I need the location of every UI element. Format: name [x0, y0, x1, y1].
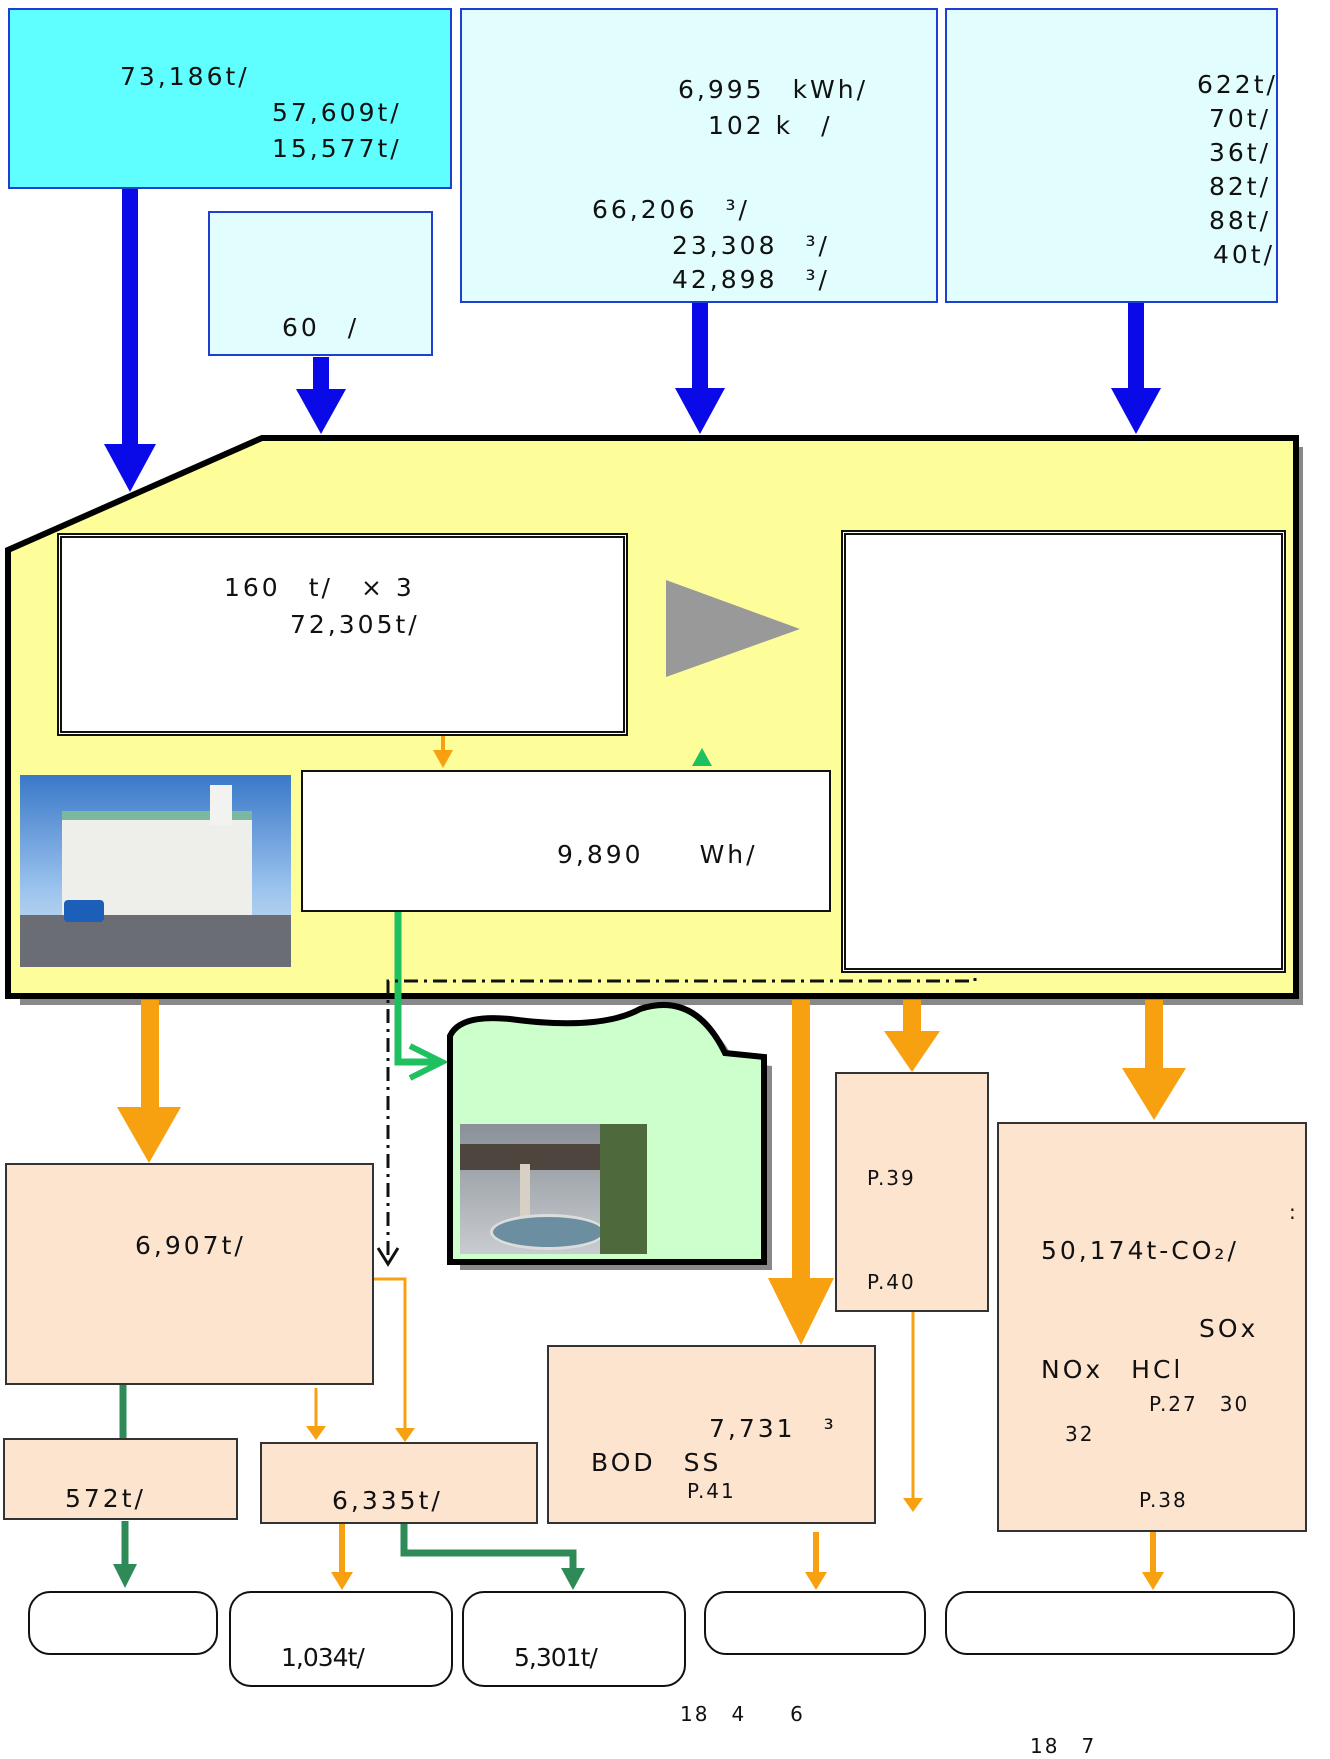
orange-connector	[441, 736, 445, 752]
orange-line-landfill	[374, 1279, 405, 1430]
water-total: 66,206 ³/	[592, 190, 750, 226]
water-2: 23,308 ³/	[672, 226, 830, 262]
spa-photo-tree	[600, 1124, 647, 1254]
exhaust-refs-2: 32	[1065, 1422, 1094, 1446]
input-arrow-utilities	[692, 303, 708, 390]
noise-box: P.39 P.40	[835, 1072, 989, 1312]
plant-photo	[20, 775, 291, 967]
recycle-value: 572t/	[65, 1484, 146, 1513]
output-arrow-noise-head	[884, 1031, 940, 1072]
chem-3: 36t/	[1209, 138, 1271, 167]
wastewater-value: 7,731 ³	[709, 1409, 837, 1445]
final-orange-arrows	[331, 1524, 1164, 1590]
landfill-box: 6,335t/	[260, 1442, 538, 1524]
waste-line2: 57,609t/	[272, 98, 402, 127]
final-dest-5	[945, 1591, 1295, 1655]
output-arrow-wastewater-head	[768, 1278, 834, 1345]
output-arrow-residue-head	[117, 1107, 181, 1163]
chem-6: 40t/	[1213, 240, 1275, 269]
final-dest-2: 1,034t/	[229, 1591, 453, 1687]
input-arrow-small-head	[296, 389, 346, 434]
water-3: 42,898 ³/	[672, 260, 830, 296]
landfill-value: 6,335t/	[332, 1486, 443, 1515]
final-dest-4	[704, 1591, 926, 1655]
spa-photo	[460, 1124, 647, 1254]
spa-photo-pool	[490, 1214, 606, 1250]
waste-total: 73,186t/	[120, 62, 250, 91]
plant-photo-ground	[20, 915, 291, 967]
input-arrow-small	[313, 357, 329, 391]
small-input-box: 60 /	[208, 211, 433, 356]
output-arrow-exhaust-head	[1122, 1068, 1186, 1120]
input-arrow-waste	[122, 188, 138, 446]
incinerator-capacity: 160 t/ × 3	[224, 568, 415, 604]
exhaust-refs: P.27 30	[1149, 1388, 1249, 1417]
small-value: 60 /	[282, 308, 359, 344]
input-arrow-waste-head	[104, 444, 156, 492]
chem-1: 622t/	[1197, 70, 1278, 99]
fuel-value: 102 k /	[708, 106, 833, 142]
wastewater-ref: P.41	[687, 1479, 736, 1503]
residue-value: 6,907t/	[135, 1231, 246, 1260]
final-dest-3: 5,301t/	[462, 1591, 686, 1687]
noise-ref-2: P.40	[867, 1270, 916, 1294]
footnote-1: 18 4 6	[680, 1698, 805, 1727]
input-arrow-chemicals	[1128, 303, 1144, 390]
exhaust-ref-3: P.38	[1139, 1488, 1188, 1512]
wastewater-box: 7,731 ³ BOD SS P.41	[547, 1345, 876, 1524]
input-arrow-utilities-head	[675, 388, 725, 434]
final-3-value: 5,301t/	[514, 1643, 597, 1672]
exhaust-nox-hcl: NOx HCl	[1041, 1350, 1183, 1386]
incinerator-processed: 72,305t/	[290, 610, 420, 639]
incinerator-box: 160 t/ × 3 72,305t/	[57, 533, 628, 736]
control-box	[841, 530, 1286, 973]
output-arrow-noise	[903, 1000, 921, 1033]
chemicals-input-box: 622t/ 70t/ 36t/ 82t/ 88t/ 40t/	[945, 8, 1278, 303]
exhaust-co2: 50,174t-CO₂/	[1041, 1236, 1239, 1265]
plant-photo-tower	[210, 785, 232, 825]
green-line-landfill-final	[404, 1524, 573, 1570]
utilities-input-box: 6,995 kWh/ 102 k / 66,206 ³/ 23,308 ³/ 4…	[460, 8, 938, 303]
waste-line3: 15,577t/	[272, 134, 402, 163]
footnote-2: 18 7	[1030, 1730, 1096, 1759]
exhaust-colon: :	[1289, 1200, 1298, 1224]
plant-photo-truck	[64, 900, 104, 922]
waste-input-box: 73,186t/ 57,609t/ 15,577t/	[8, 8, 452, 189]
output-arrow-exhaust	[1145, 1000, 1163, 1070]
output-arrow-wastewater	[792, 1000, 810, 1280]
chem-5: 88t/	[1209, 206, 1271, 235]
chem-4: 82t/	[1209, 172, 1271, 201]
power-box: 9,890 Wh/	[301, 770, 831, 912]
output-arrow-residue	[141, 1000, 159, 1109]
chem-2: 70t/	[1209, 104, 1271, 133]
recycle-box: 572t/	[3, 1438, 238, 1520]
noise-ref-1: P.39	[867, 1166, 916, 1190]
wastewater-params: BOD SS	[591, 1443, 721, 1479]
final-dest-1	[28, 1591, 218, 1655]
residue-box: 6,907t/	[5, 1163, 374, 1385]
exhaust-box: : 50,174t-CO₂/ SOx NOx HCl P.27 30 32 P.…	[997, 1122, 1307, 1532]
final-2-value: 1,034t/	[281, 1643, 364, 1672]
input-arrow-chemicals-head	[1111, 388, 1161, 434]
exhaust-sox: SOx	[1199, 1314, 1258, 1343]
power-generated: 9,890 Wh/	[557, 835, 758, 871]
elec-value: 6,995 kWh/	[678, 70, 868, 106]
